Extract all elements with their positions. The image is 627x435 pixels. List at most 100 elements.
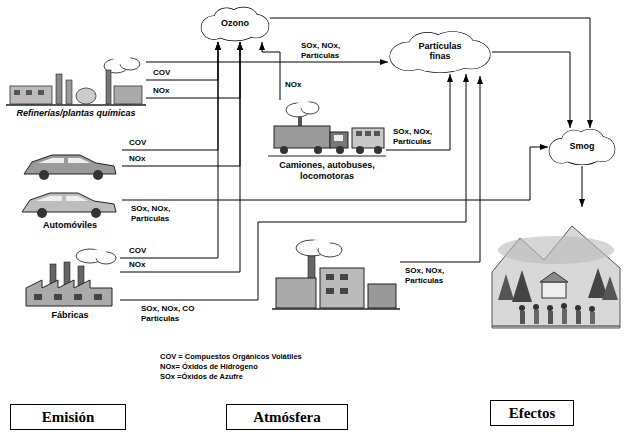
pollutant-label: SOx, NOx, Partículas: [392, 127, 446, 147]
refinery-illustration-part: [26, 90, 32, 95]
section-title: Emisión: [19, 407, 117, 427]
trucks-illustration-part: [356, 146, 364, 154]
effects-illustration-part: [492, 226, 620, 328]
power-plant-illustration-part: [340, 274, 348, 280]
refinery-illustration-part: [38, 90, 44, 95]
trucks-illustration-part: [365, 131, 371, 136]
refinery-illustration-part: [106, 70, 111, 104]
effects-illustration-part: [575, 305, 581, 311]
pollutant-label: COV: [128, 138, 147, 148]
refinery-illustration-part: [66, 80, 72, 104]
effects-illustration-part: [590, 312, 595, 324]
flow-arrow: [146, 42, 240, 98]
effect-arrow: [582, 166, 583, 207]
section-title: Atmósfera: [235, 407, 339, 427]
cars-illustration-part: [24, 155, 116, 174]
trucks-illustration-part: [374, 131, 380, 136]
cars-illustration-part: [22, 193, 116, 212]
cars-illustration-part: [93, 170, 103, 180]
particles-cloud: Partículas finas: [388, 30, 492, 74]
effects-illustration-part: [498, 236, 614, 264]
pollutant-label: SOx, NOx, Partículas: [130, 204, 188, 224]
section-band: Emisión: [10, 404, 126, 430]
effects-illustration-part: [520, 311, 525, 324]
refinery-figure: Refinerías/plantas químicas: [6, 56, 146, 119]
flow-arrow: [386, 74, 450, 150]
cars-illustration: [22, 155, 116, 218]
power-plant-illustration-part: [340, 288, 348, 294]
pollutant-label: NOx: [128, 154, 146, 164]
refinery-illustration-part: [113, 56, 131, 64]
effects-illustration-part: [498, 274, 514, 300]
flow-arrow: [122, 147, 548, 200]
section-band: Atmósfera: [226, 404, 348, 430]
factory-illustration-part: [34, 294, 42, 300]
factory-illustration-part: [74, 294, 82, 300]
power-plant-illustration-part: [326, 274, 334, 280]
flow-arrow: [120, 42, 218, 258]
cars-illustration-part: [37, 208, 47, 218]
effects-illustration-part: [540, 272, 568, 282]
flow-arrow: [120, 42, 240, 272]
effects-illustration-part: [492, 326, 620, 327]
power-plant-illustration-part: [310, 240, 330, 248]
cloud-label: Partículas finas: [410, 42, 470, 62]
emission-label: SOx, NOx, Partículas: [404, 266, 466, 286]
effects-illustration-part: [547, 305, 553, 311]
pollutant-label: NOx: [152, 86, 170, 96]
factory-illustration-part: [89, 250, 107, 258]
power-plant-illustration: [272, 240, 400, 309]
effects-illustration-part: [548, 311, 553, 324]
power-plant-illustration-part: [320, 268, 364, 308]
effects-illustration-part: [534, 310, 539, 324]
flow-arrow: [262, 42, 280, 100]
cloud-label: Smog: [569, 142, 594, 152]
pollutant-label: COV: [152, 68, 171, 78]
flow-arrow: [122, 42, 218, 150]
flow-arrow: [122, 42, 240, 166]
legend-note: NOx= Óxidos de Hidrógeno: [160, 362, 258, 372]
flow-arrow: [492, 52, 570, 128]
factory-illustration: [26, 249, 116, 306]
power-plant-illustration-part: [368, 284, 396, 308]
trucks-illustration-part: [374, 146, 382, 154]
refinery-illustration: [6, 56, 146, 105]
factory-illustration-part: [26, 280, 112, 306]
factory-figure: Fábricas: [20, 248, 120, 321]
trucks-illustration-part: [352, 128, 384, 148]
factory-illustration-part: [54, 294, 62, 300]
cars-illustration-part: [91, 208, 101, 218]
legend-note: COV = Compuestos Orgánicos Volátiles: [160, 352, 302, 362]
smog-cloud: Smog: [548, 128, 616, 166]
figure-caption: Camiones, autobuses, locomotoras: [268, 160, 386, 182]
effects-illustration: [492, 226, 620, 328]
trucks-illustration-part: [336, 146, 344, 154]
section-band: Efectos: [490, 400, 574, 426]
effects-illustration-part: [519, 305, 525, 311]
trucks-illustration-part: [314, 146, 322, 154]
effects-illustration-part: [562, 309, 567, 324]
trucks-illustration-part: [356, 131, 362, 136]
trucks-illustration-part: [280, 146, 288, 154]
cars-illustration-part: [66, 196, 88, 201]
figure-caption: Automóviles: [18, 220, 122, 231]
refinery-illustration-part: [76, 88, 96, 104]
trucks-illustration-part: [330, 132, 348, 148]
effects-illustration-part: [542, 282, 566, 298]
effects-illustration-part: [576, 311, 581, 324]
ozone-cloud: Ozono: [200, 6, 270, 42]
cars-illustration-part: [68, 158, 90, 163]
pollutant-label: SOx, NOx, CO Partículas: [140, 304, 232, 324]
cars-illustration-part: [39, 170, 49, 180]
power-plant-illustration-part: [272, 308, 400, 310]
figure-caption: Fábricas: [20, 310, 120, 321]
refinery-illustration-part: [56, 74, 62, 104]
cars-figure: Automóviles: [18, 140, 122, 231]
emission-arrow: [400, 76, 480, 262]
pollutant-label: NOx: [128, 260, 146, 270]
cars-illustration-part: [38, 158, 64, 163]
refinery-illustration-part: [14, 90, 20, 95]
effects-illustration-part: [533, 304, 539, 310]
